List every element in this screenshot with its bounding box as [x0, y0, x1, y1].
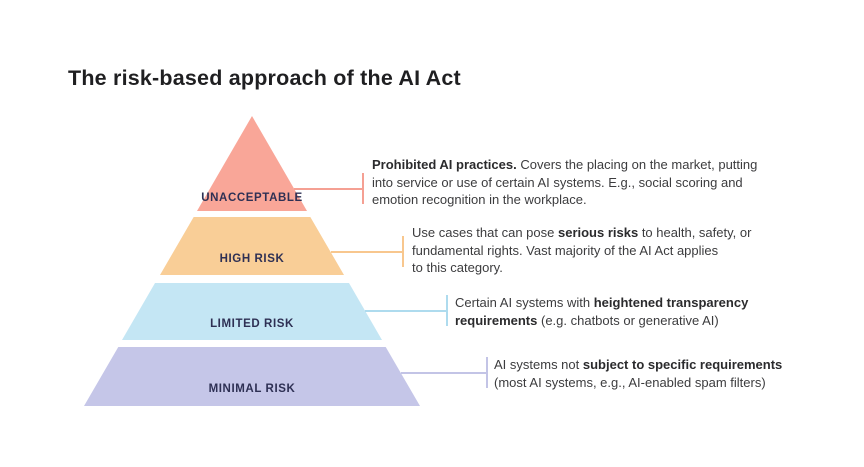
connector-cap-high-risk [402, 236, 404, 267]
label-high-risk: HIGH RISK [219, 253, 285, 265]
connector-line-limited-risk [365, 310, 447, 312]
pyramid-layer-limited-risk [122, 283, 382, 340]
connector-line-minimal-risk [401, 372, 487, 374]
label-minimal-risk: MINIMAL RISK [208, 383, 296, 395]
label-unacceptable: UNACCEPTABLE [201, 192, 303, 204]
connector-line-high-risk [331, 251, 403, 253]
connector-cap-unacceptable [362, 173, 364, 204]
description-limited-risk: Certain AI systems with heightened trans… [455, 295, 749, 328]
label-limited-risk: LIMITED RISK [210, 318, 294, 330]
connector-cap-limited-risk [446, 295, 448, 326]
connector-line-unacceptable [294, 188, 363, 190]
description-unacceptable: Prohibited AI practices. Covers the plac… [372, 157, 758, 207]
page-title: The risk-based approach of the AI Act [68, 66, 461, 91]
description-high-risk: Use cases that can pose serious risks to… [412, 225, 752, 275]
description-minimal-risk: AI systems not subject to specific requi… [494, 357, 783, 390]
pyramid-layer-minimal-risk [84, 347, 420, 406]
connector-cap-minimal-risk [486, 357, 488, 388]
pyramid-layer-high-risk [160, 217, 344, 275]
